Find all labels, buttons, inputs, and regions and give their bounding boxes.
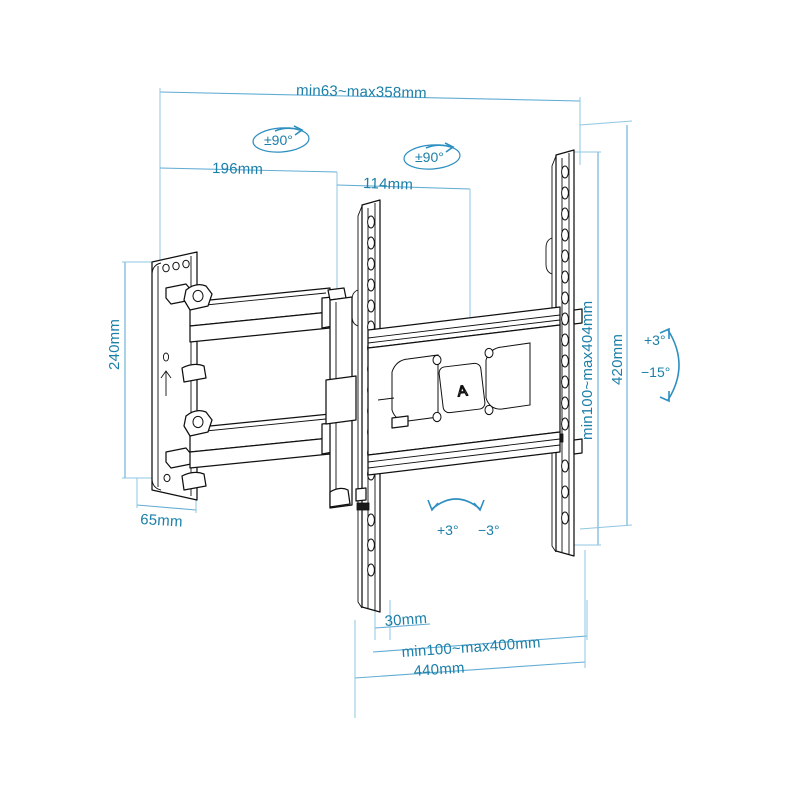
cross-rail-groove-2 [367,319,561,344]
dim-label-114: 114mm [363,175,413,193]
swivel-2-label: ±90° [415,149,444,165]
wall-plate-hole-2 [172,261,180,271]
dim-65-line [136,504,197,511]
roll-arc-arrow-left [427,499,439,512]
tv-rail-left-stop [356,502,370,511]
tv-rail-left-bracket-tab [355,487,367,502]
dim-label-30: 30mm [384,610,428,630]
cross-rail-bolt-tl [432,354,442,366]
roll-right-label: −3° [478,522,500,538]
tv-rail-right-slots [561,165,569,525]
swivel-1-arrow-head [293,125,304,136]
dim-label-min100max404: min100~max404mm [579,301,596,440]
tv-rail-left-backfold [357,205,363,609]
tilt-arc-arrow-top [659,327,670,339]
swivel-1-label: ±90° [264,132,293,148]
dim-420-ext-bot [579,524,633,530]
tv-rail-left-notch [351,289,359,327]
dim-label-65: 65mm [140,511,183,531]
tv-rail-right-tab-upper [573,308,583,325]
dim-440-line [354,661,586,679]
swivel-column-hub [325,375,357,425]
cross-rail-inner-line [377,397,395,401]
wall-plate-hole-bottom [163,473,171,483]
swivel-annotation-2: ±90° [403,142,461,170]
swivel-2-arrow-head [444,142,455,153]
upper-joint-nut [181,363,207,383]
swivel-2-ellipse-icon [403,144,461,170]
lower-arm-pivot-bolt-left [192,415,204,429]
swivel-1-arrow-shaft [274,127,301,132]
hinge-lower-knuckle [165,447,192,469]
cross-rail-bolt-bl [432,411,442,423]
swivel-1-ellipse-icon [252,127,310,153]
cross-rail-tab [391,415,409,429]
brand-logo-mark: A [456,382,468,400]
tilt-arc [667,329,680,401]
wall-plate-body [151,251,198,501]
dim-top-overall-line [159,91,581,102]
cross-rail-bottom-strip [367,431,561,476]
roll-arc-arrow-right [473,499,485,512]
swivel-column-bottom-cap [329,487,351,508]
wall-plate-assembly [151,251,198,501]
wall-plate-corner-bl [151,477,162,491]
cross-rail-bolt-tr [484,347,494,359]
dim-label-440: 440mm [413,659,465,680]
tilt-up-label: +3° [644,332,666,348]
upper-arm-edge-hi [195,292,327,307]
cross-rail-groove-3 [367,438,561,463]
dim-vesa-line [372,635,588,653]
cross-rail-pocket-left [391,354,439,422]
dim-420-ext-top [579,120,633,126]
dim-label-196: 196mm [212,160,263,178]
dimension-lines [122,88,633,718]
dim-label-top-overall: min63~max358mm [296,82,427,102]
wall-plate-level-indicator [162,352,170,362]
cross-rail-bolt-br [484,404,494,416]
cross-rail-groove-1 [367,314,561,339]
dim-114-line [336,184,471,190]
wall-plate-up-arrow-icon [160,370,172,396]
roll-annotation: +3° −3° [427,498,500,538]
lower-joint-nut [181,471,207,491]
horizontal-cross-rail: A [367,306,561,476]
swivel-annotation-1: ±90° [252,125,310,153]
swivel-2-arrow-shaft [425,144,452,149]
roll-left-label: +3° [437,522,459,538]
tilt-arc-arrow-bottom [659,391,670,403]
dim-196-line [159,167,338,173]
swivel-column [325,296,357,509]
dim-label-420: 420mm [609,334,626,385]
wall-plate-corner-tl [151,262,162,276]
cross-rail-groove-4 [367,444,561,469]
upper-arm-pivot-bolt-left [192,289,204,303]
tv-rail-right-tab-lower [573,438,583,455]
cross-rail-center-plate [438,362,486,414]
tilt-annotation: +3° −15° [641,327,680,403]
dim-30-line [374,623,431,629]
lower-arm-edge-hi [195,418,327,433]
wall-plate-hole-1 [162,263,170,273]
tilt-down-label: −15° [641,364,670,380]
wall-plate-hole-3 [182,259,190,269]
tv-rail-right-notch [545,237,553,275]
dim-label-240: 240mm [106,319,123,370]
